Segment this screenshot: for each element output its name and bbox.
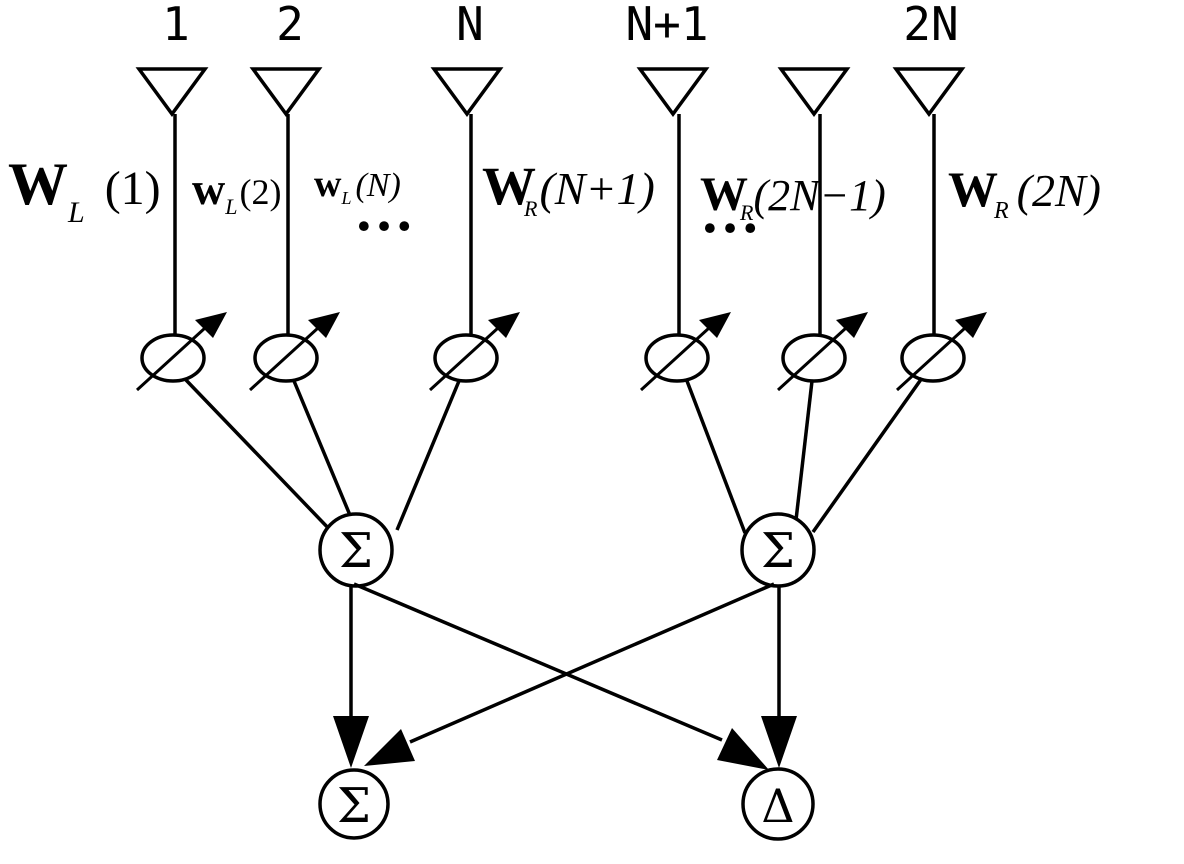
ellipsis-left: … bbox=[354, 177, 414, 243]
right-sum-symbol: Σ bbox=[761, 523, 795, 579]
left-sum-symbol: Σ bbox=[339, 523, 373, 579]
weight-label-wr-n-plus-1: WR(N+1) bbox=[482, 156, 655, 221]
phase-shifter-icon-2n-minus-1 bbox=[776, 310, 870, 392]
weight-label-wl-1: WL(1) bbox=[8, 151, 161, 229]
sum-output-symbol: Σ bbox=[337, 778, 371, 834]
phase-shifter-icon-n-plus-1 bbox=[639, 310, 733, 392]
antenna-icon-1 bbox=[135, 67, 209, 117]
left-sum-node: Σ bbox=[318, 512, 394, 588]
port-label-2: 2 bbox=[276, 0, 304, 51]
weight-label-wl-2: wL(2) bbox=[192, 163, 281, 219]
antenna-elements bbox=[135, 67, 966, 117]
sum-output-node: Σ bbox=[318, 768, 390, 840]
combiner-lines bbox=[184, 376, 924, 535]
weight-label-wr-2n: WR(2N) bbox=[948, 161, 1101, 224]
phase-shifter-icon-2n bbox=[895, 310, 989, 392]
weight-label-wr-2n-minus-1: WR(2N−1) bbox=[700, 168, 886, 225]
antenna-icon-n-plus-1 bbox=[636, 67, 710, 117]
phase-shifter-icon-n bbox=[428, 310, 522, 392]
difference-output-node: Δ bbox=[741, 767, 815, 841]
port-label-n-plus-1: N+1 bbox=[625, 0, 708, 51]
antenna-icon-2n-minus-1 bbox=[777, 67, 851, 117]
phase-shifter-icon-2 bbox=[248, 310, 342, 392]
antenna-icon-2 bbox=[249, 67, 323, 117]
arrow-right-to-diff bbox=[761, 716, 797, 768]
antenna-icon-2n bbox=[892, 67, 966, 117]
feed-lines bbox=[173, 114, 936, 336]
phase-shifters bbox=[135, 310, 989, 392]
weight-label-wl-n: wL(N) bbox=[314, 163, 401, 208]
ellipsis-right: … bbox=[700, 179, 760, 245]
antenna-icon-n bbox=[430, 67, 504, 117]
output-routing bbox=[333, 582, 797, 770]
port-label-1: 1 bbox=[162, 0, 190, 51]
arrow-left-to-diff bbox=[717, 728, 769, 770]
difference-output-symbol: Δ bbox=[761, 779, 794, 833]
right-sum-node: Σ bbox=[740, 512, 816, 588]
arrow-right-to-sum bbox=[364, 729, 415, 766]
port-label-2n: 2N bbox=[903, 0, 958, 51]
arrow-left-to-sum bbox=[333, 716, 369, 768]
phase-shifter-icon-1 bbox=[135, 310, 229, 392]
port-label-n: N bbox=[456, 0, 484, 51]
